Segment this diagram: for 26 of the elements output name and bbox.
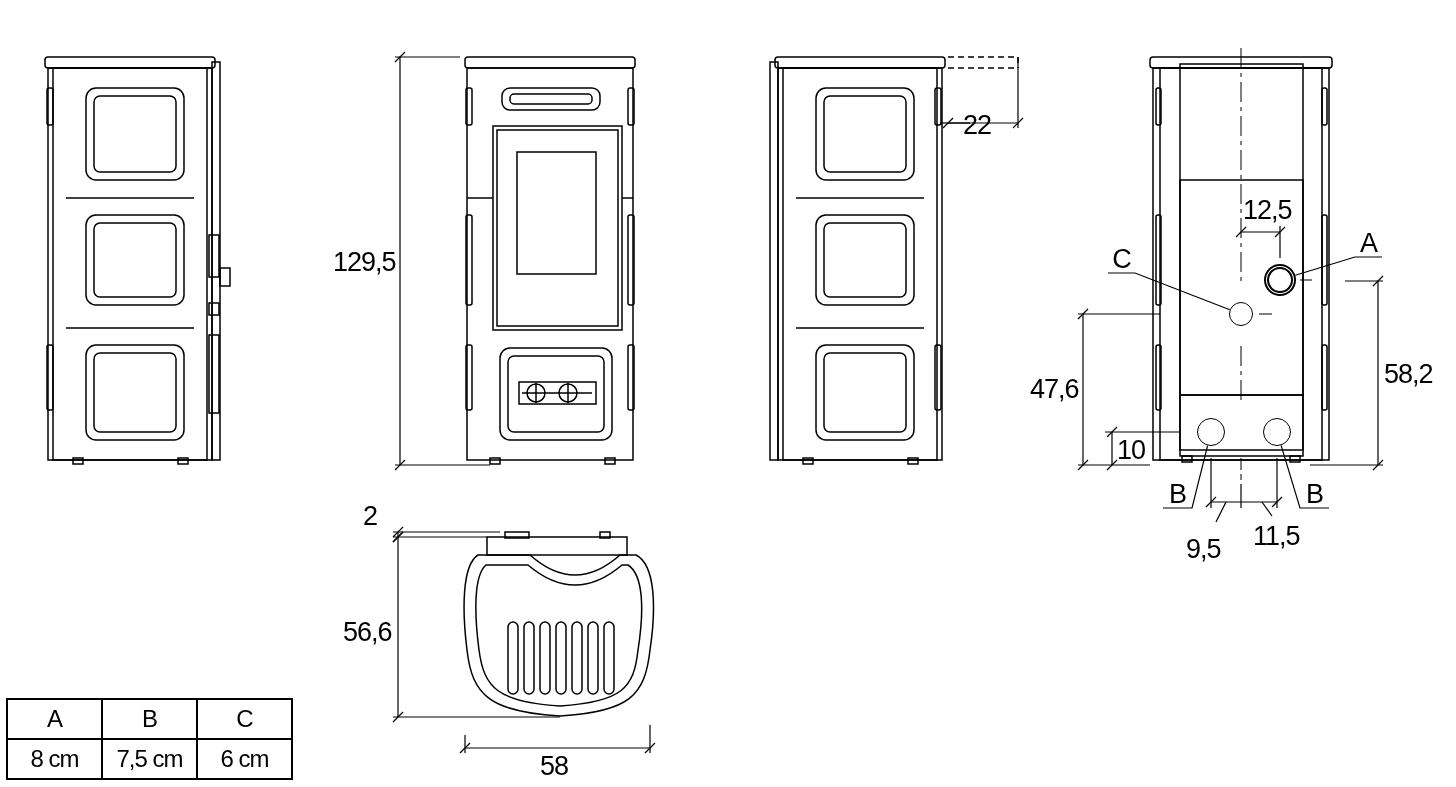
dimension-value: 22 — [963, 111, 992, 139]
callout-letter: B — [1163, 480, 1192, 508]
dimension-value: 58,2 — [1384, 360, 1433, 388]
table-header-cell: C — [197, 699, 292, 739]
pipe-connection-circle — [1264, 264, 1296, 296]
dimension-value: 11,5 — [1253, 522, 1300, 550]
callout-letter: A — [1355, 229, 1382, 257]
dimension-value: 129,5 — [333, 248, 396, 276]
table-cell: 6 cm — [197, 739, 292, 779]
dimension-value: 47,6 — [1030, 375, 1079, 403]
table-cell: 8 cm — [7, 739, 102, 779]
dimension-value: 56,6 — [343, 618, 392, 646]
dimension-value: 10 — [1117, 436, 1146, 464]
callout-letter: B — [1300, 480, 1329, 508]
dimension-value: 58 — [540, 752, 569, 780]
dimension-value: 9,5 — [1186, 535, 1221, 563]
leader-line — [1162, 445, 1209, 509]
table-header-cell: B — [102, 699, 197, 739]
table-cell: 7,5 cm — [102, 739, 197, 779]
table-header-cell: A — [7, 699, 102, 739]
leader-line — [1294, 256, 1383, 276]
leader-line — [1107, 272, 1231, 311]
leader-line — [1280, 444, 1330, 509]
callout-letter: C — [1108, 245, 1135, 273]
dimension-value: 2 — [363, 502, 378, 530]
dimension-value: 12,5 — [1243, 196, 1292, 224]
